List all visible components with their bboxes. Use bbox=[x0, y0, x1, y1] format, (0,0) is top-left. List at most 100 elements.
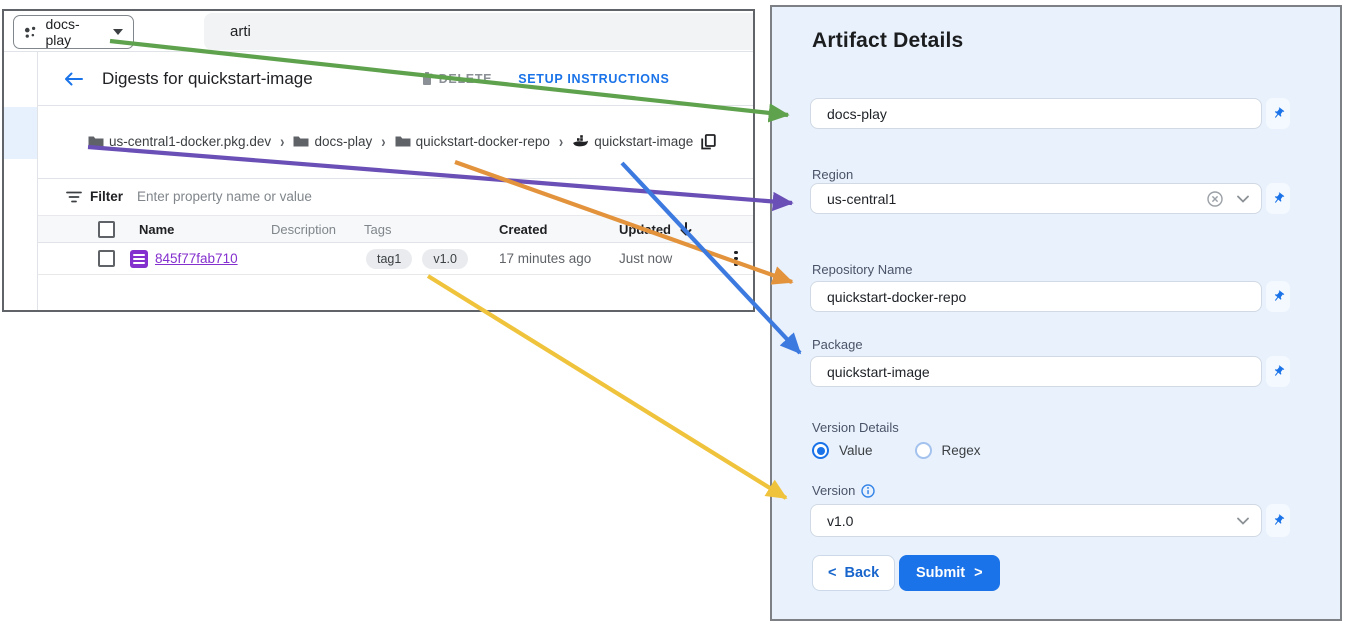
region-label: Region bbox=[812, 167, 854, 182]
pushpin-icon bbox=[1274, 365, 1284, 376]
repository-input[interactable]: quickstart-docker-repo bbox=[810, 281, 1262, 312]
search-input[interactable]: arti bbox=[204, 13, 753, 50]
project-selector[interactable]: docs-play bbox=[13, 15, 134, 49]
column-header-updated[interactable]: Updated bbox=[619, 216, 692, 242]
breadcrumb-item-project[interactable]: docs-play bbox=[293, 134, 372, 149]
created-cell: 17 minutes ago bbox=[499, 251, 592, 266]
table-header: Name Description Tags Created Updated bbox=[38, 215, 753, 243]
column-header-description[interactable]: Description bbox=[271, 221, 337, 237]
column-header-name[interactable]: Name bbox=[139, 221, 175, 237]
chevron-down-icon[interactable] bbox=[1237, 195, 1249, 203]
pin-button[interactable] bbox=[1266, 504, 1290, 537]
package-value: quickstart-image bbox=[827, 363, 930, 380]
region-select[interactable]: us-central1 bbox=[810, 183, 1262, 214]
back-arrow-button[interactable] bbox=[60, 66, 86, 92]
chevron-down-icon[interactable] bbox=[1237, 517, 1249, 525]
filter-label: Filter bbox=[90, 189, 124, 204]
tag-pill: tag1 bbox=[366, 248, 413, 269]
pin-button[interactable] bbox=[1266, 98, 1290, 129]
pushpin-icon bbox=[1274, 192, 1284, 203]
submit-button[interactable]: Submit > bbox=[899, 555, 1000, 591]
back-button-label: Back bbox=[844, 565, 880, 581]
project-field: docs-play bbox=[810, 98, 1290, 129]
package-label: Package bbox=[812, 337, 863, 352]
back-button[interactable]: < Back bbox=[812, 555, 896, 591]
version-field: v1.0 bbox=[810, 504, 1290, 537]
package-field: quickstart-image bbox=[810, 356, 1290, 387]
folder-icon bbox=[395, 136, 411, 147]
page-header: Digests for quickstart-image DELETE SETU… bbox=[38, 52, 753, 105]
folder-icon bbox=[293, 136, 309, 147]
updated-cell: Just now bbox=[619, 251, 673, 266]
row-actions-menu-icon[interactable] bbox=[730, 247, 742, 271]
version-value: v1.0 bbox=[827, 512, 854, 529]
back-arrow-icon bbox=[65, 72, 83, 85]
tag-pill: v1.0 bbox=[422, 248, 468, 269]
project-dots-icon bbox=[24, 26, 36, 38]
table-row[interactable]: 845f77fab710 tag1 v1.0 17 minutes ago Ju… bbox=[38, 243, 753, 275]
region-field: us-central1 bbox=[810, 183, 1290, 214]
setup-instructions-button[interactable]: SETUP INSTRUCTIONS bbox=[518, 71, 670, 86]
radio-value-label: Value bbox=[839, 443, 873, 458]
pushpin-icon bbox=[1274, 107, 1284, 118]
sort-descending-icon bbox=[680, 222, 692, 236]
repository-value: quickstart-docker-repo bbox=[827, 288, 967, 305]
project-input[interactable]: docs-play bbox=[810, 98, 1262, 129]
chevron-left-glyph: < bbox=[828, 565, 837, 581]
dropdown-arrow-icon bbox=[113, 29, 123, 35]
project-value: docs-play bbox=[827, 105, 887, 122]
region-value: us-central1 bbox=[827, 190, 897, 207]
project-selector-label: docs-play bbox=[45, 16, 80, 48]
console-topbar: docs-play arti bbox=[4, 11, 753, 52]
pin-button[interactable] bbox=[1266, 356, 1290, 387]
breadcrumb: us-central1-docker.pkg.dev › docs-play ›… bbox=[88, 105, 747, 178]
breadcrumb-separator: › bbox=[558, 132, 564, 151]
row-checkbox[interactable] bbox=[98, 250, 115, 267]
copy-button[interactable] bbox=[701, 133, 716, 150]
version-details-label: Version Details bbox=[812, 420, 899, 435]
digest-icon bbox=[130, 249, 148, 268]
artifact-details-panel: Artifact Details docs-play Region us-cen… bbox=[770, 5, 1342, 621]
filter-icon bbox=[66, 191, 82, 202]
version-label: Version bbox=[812, 483, 856, 498]
clear-icon[interactable] bbox=[1207, 190, 1223, 207]
delete-button[interactable]: DELETE bbox=[421, 71, 493, 86]
nav-rail-active-item[interactable] bbox=[4, 107, 37, 159]
digest-link[interactable]: 845f77fab710 bbox=[155, 251, 238, 266]
folder-icon bbox=[88, 136, 104, 147]
console-window: docs-play arti Digests for quickstart-im… bbox=[2, 9, 755, 312]
select-all-checkbox[interactable] bbox=[98, 220, 115, 238]
radio-value-selected[interactable] bbox=[812, 442, 829, 459]
package-input[interactable]: quickstart-image bbox=[810, 356, 1262, 387]
pushpin-icon bbox=[1274, 290, 1284, 301]
breadcrumb-separator: › bbox=[280, 132, 285, 151]
breadcrumb-item-repository[interactable]: quickstart-docker-repo bbox=[395, 134, 550, 149]
breadcrumb-separator: › bbox=[381, 132, 386, 151]
version-details-radio-group: Value Regex bbox=[812, 442, 981, 459]
pin-button[interactable] bbox=[1266, 281, 1290, 312]
repository-field: quickstart-docker-repo bbox=[810, 281, 1290, 312]
copy-icon bbox=[701, 133, 716, 149]
submit-button-label: Submit bbox=[916, 565, 966, 581]
delete-label: DELETE bbox=[438, 71, 493, 86]
page-title: Digests for quickstart-image bbox=[102, 68, 313, 88]
radio-regex[interactable] bbox=[914, 442, 932, 459]
breadcrumb-item-package[interactable]: quickstart-image bbox=[572, 134, 693, 149]
pin-button[interactable] bbox=[1266, 183, 1290, 214]
filter-bar[interactable]: Filter Enter property name or value bbox=[38, 178, 753, 215]
column-header-created[interactable]: Created bbox=[499, 221, 548, 237]
version-label-row: Version bbox=[812, 483, 876, 498]
info-icon[interactable] bbox=[861, 483, 876, 498]
pushpin-icon bbox=[1274, 514, 1284, 525]
filter-placeholder: Enter property name or value bbox=[137, 189, 312, 204]
repository-label: Repository Name bbox=[812, 262, 913, 277]
breadcrumb-item-registry-host[interactable]: us-central1-docker.pkg.dev bbox=[88, 134, 271, 149]
chevron-right-glyph: > bbox=[974, 565, 983, 581]
version-select[interactable]: v1.0 bbox=[810, 504, 1262, 537]
left-nav-rail bbox=[4, 52, 38, 310]
container-image-icon bbox=[573, 135, 589, 147]
column-header-tags[interactable]: Tags bbox=[364, 221, 392, 237]
trash-icon bbox=[421, 71, 433, 85]
panel-title: Artifact Details bbox=[812, 29, 964, 52]
